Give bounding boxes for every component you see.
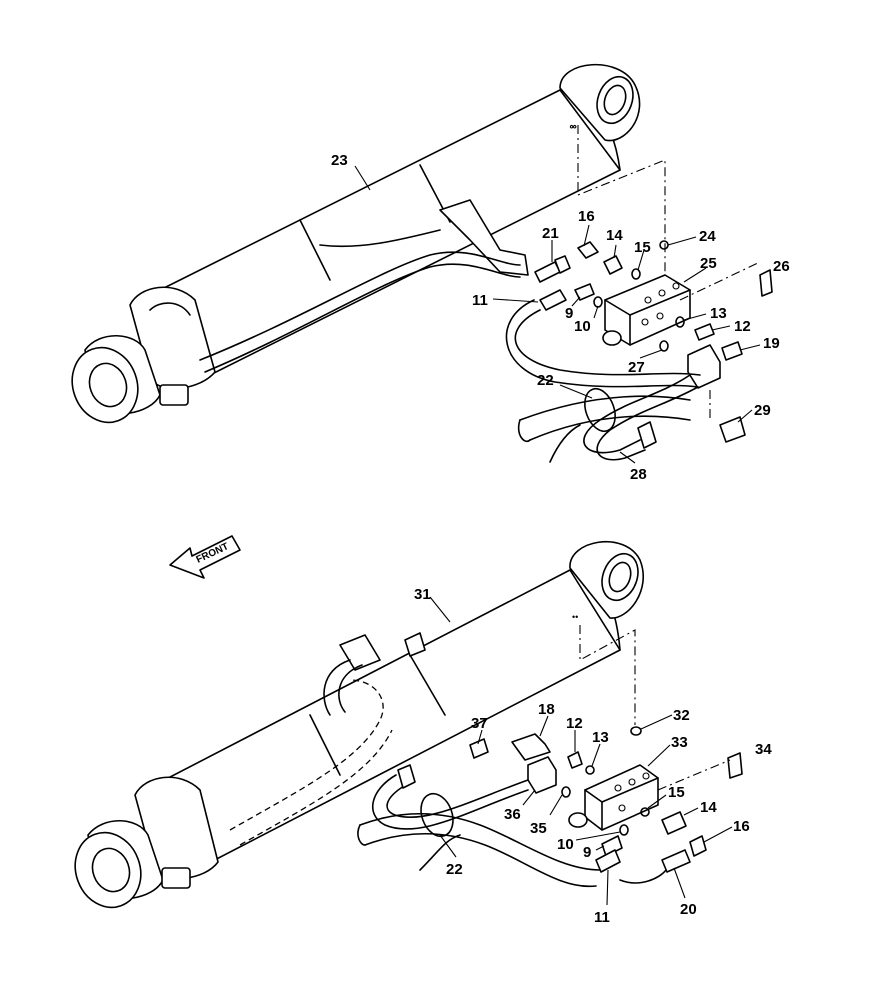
- callout-32: 32: [673, 707, 690, 724]
- callout-9-upper: 9: [565, 305, 573, 322]
- upper-hoses: [505, 299, 701, 463]
- upper-cylinder: ••: [71, 63, 666, 424]
- callout-18: 18: [538, 701, 555, 718]
- callout-15-upper: 15: [634, 239, 651, 256]
- callout-22-lower: 22: [446, 861, 463, 878]
- callout-35: 35: [530, 820, 547, 837]
- callout-15-lower: 15: [668, 784, 685, 801]
- upper-assembly: ••: [71, 63, 773, 463]
- callout-26: 26: [773, 258, 790, 275]
- callout-9-lower: 9: [583, 844, 591, 861]
- callout-37: 37: [471, 715, 488, 732]
- callout-25: 25: [700, 255, 717, 272]
- lower-valve-block: [568, 764, 659, 831]
- svg-text:••: ••: [570, 122, 576, 132]
- callout-16-lower: 16: [733, 818, 750, 835]
- callout-11-upper: 11: [472, 292, 488, 309]
- callout-23: 23: [331, 152, 348, 169]
- front-arrow: FRONT: [169, 535, 241, 579]
- callout-21: 21: [542, 225, 559, 242]
- leader-lines: [354, 165, 761, 906]
- callout-34: 34: [755, 741, 772, 758]
- callout-13-upper: 13: [710, 305, 727, 322]
- callout-29: 29: [754, 402, 771, 419]
- callout-28: 28: [630, 466, 647, 483]
- lower-fittings: [469, 726, 743, 873]
- callout-11-lower: 11: [594, 909, 610, 926]
- callout-36: 36: [504, 806, 521, 823]
- callout-10-upper: 10: [574, 318, 591, 335]
- callout-20: 20: [680, 901, 697, 918]
- callout-27: 27: [628, 359, 645, 376]
- callout-13-lower: 13: [592, 729, 609, 746]
- callout-12-lower: 12: [566, 715, 583, 732]
- lower-cylinder: ••: [74, 541, 645, 909]
- callout-19: 19: [763, 335, 780, 352]
- callout-31: 31: [414, 586, 431, 603]
- callout-22-upper: 22: [537, 372, 554, 389]
- callout-10-lower: 10: [557, 836, 574, 853]
- callout-14-lower: 14: [700, 799, 717, 816]
- upper-fittings: [534, 240, 773, 443]
- lower-assembly: ••: [74, 541, 743, 909]
- svg-text:••: ••: [572, 612, 578, 622]
- callout-12-upper: 12: [734, 318, 751, 335]
- lower-hoses: [357, 764, 667, 888]
- callout-labels: 23 21 16 14 15 24 25 26 11 9 10 13 12 19…: [331, 152, 790, 926]
- callout-16-upper: 16: [578, 208, 595, 225]
- callout-24: 24: [699, 228, 716, 245]
- callout-33: 33: [671, 734, 688, 751]
- callout-14-upper: 14: [606, 227, 623, 244]
- upper-valve-block: [602, 274, 691, 346]
